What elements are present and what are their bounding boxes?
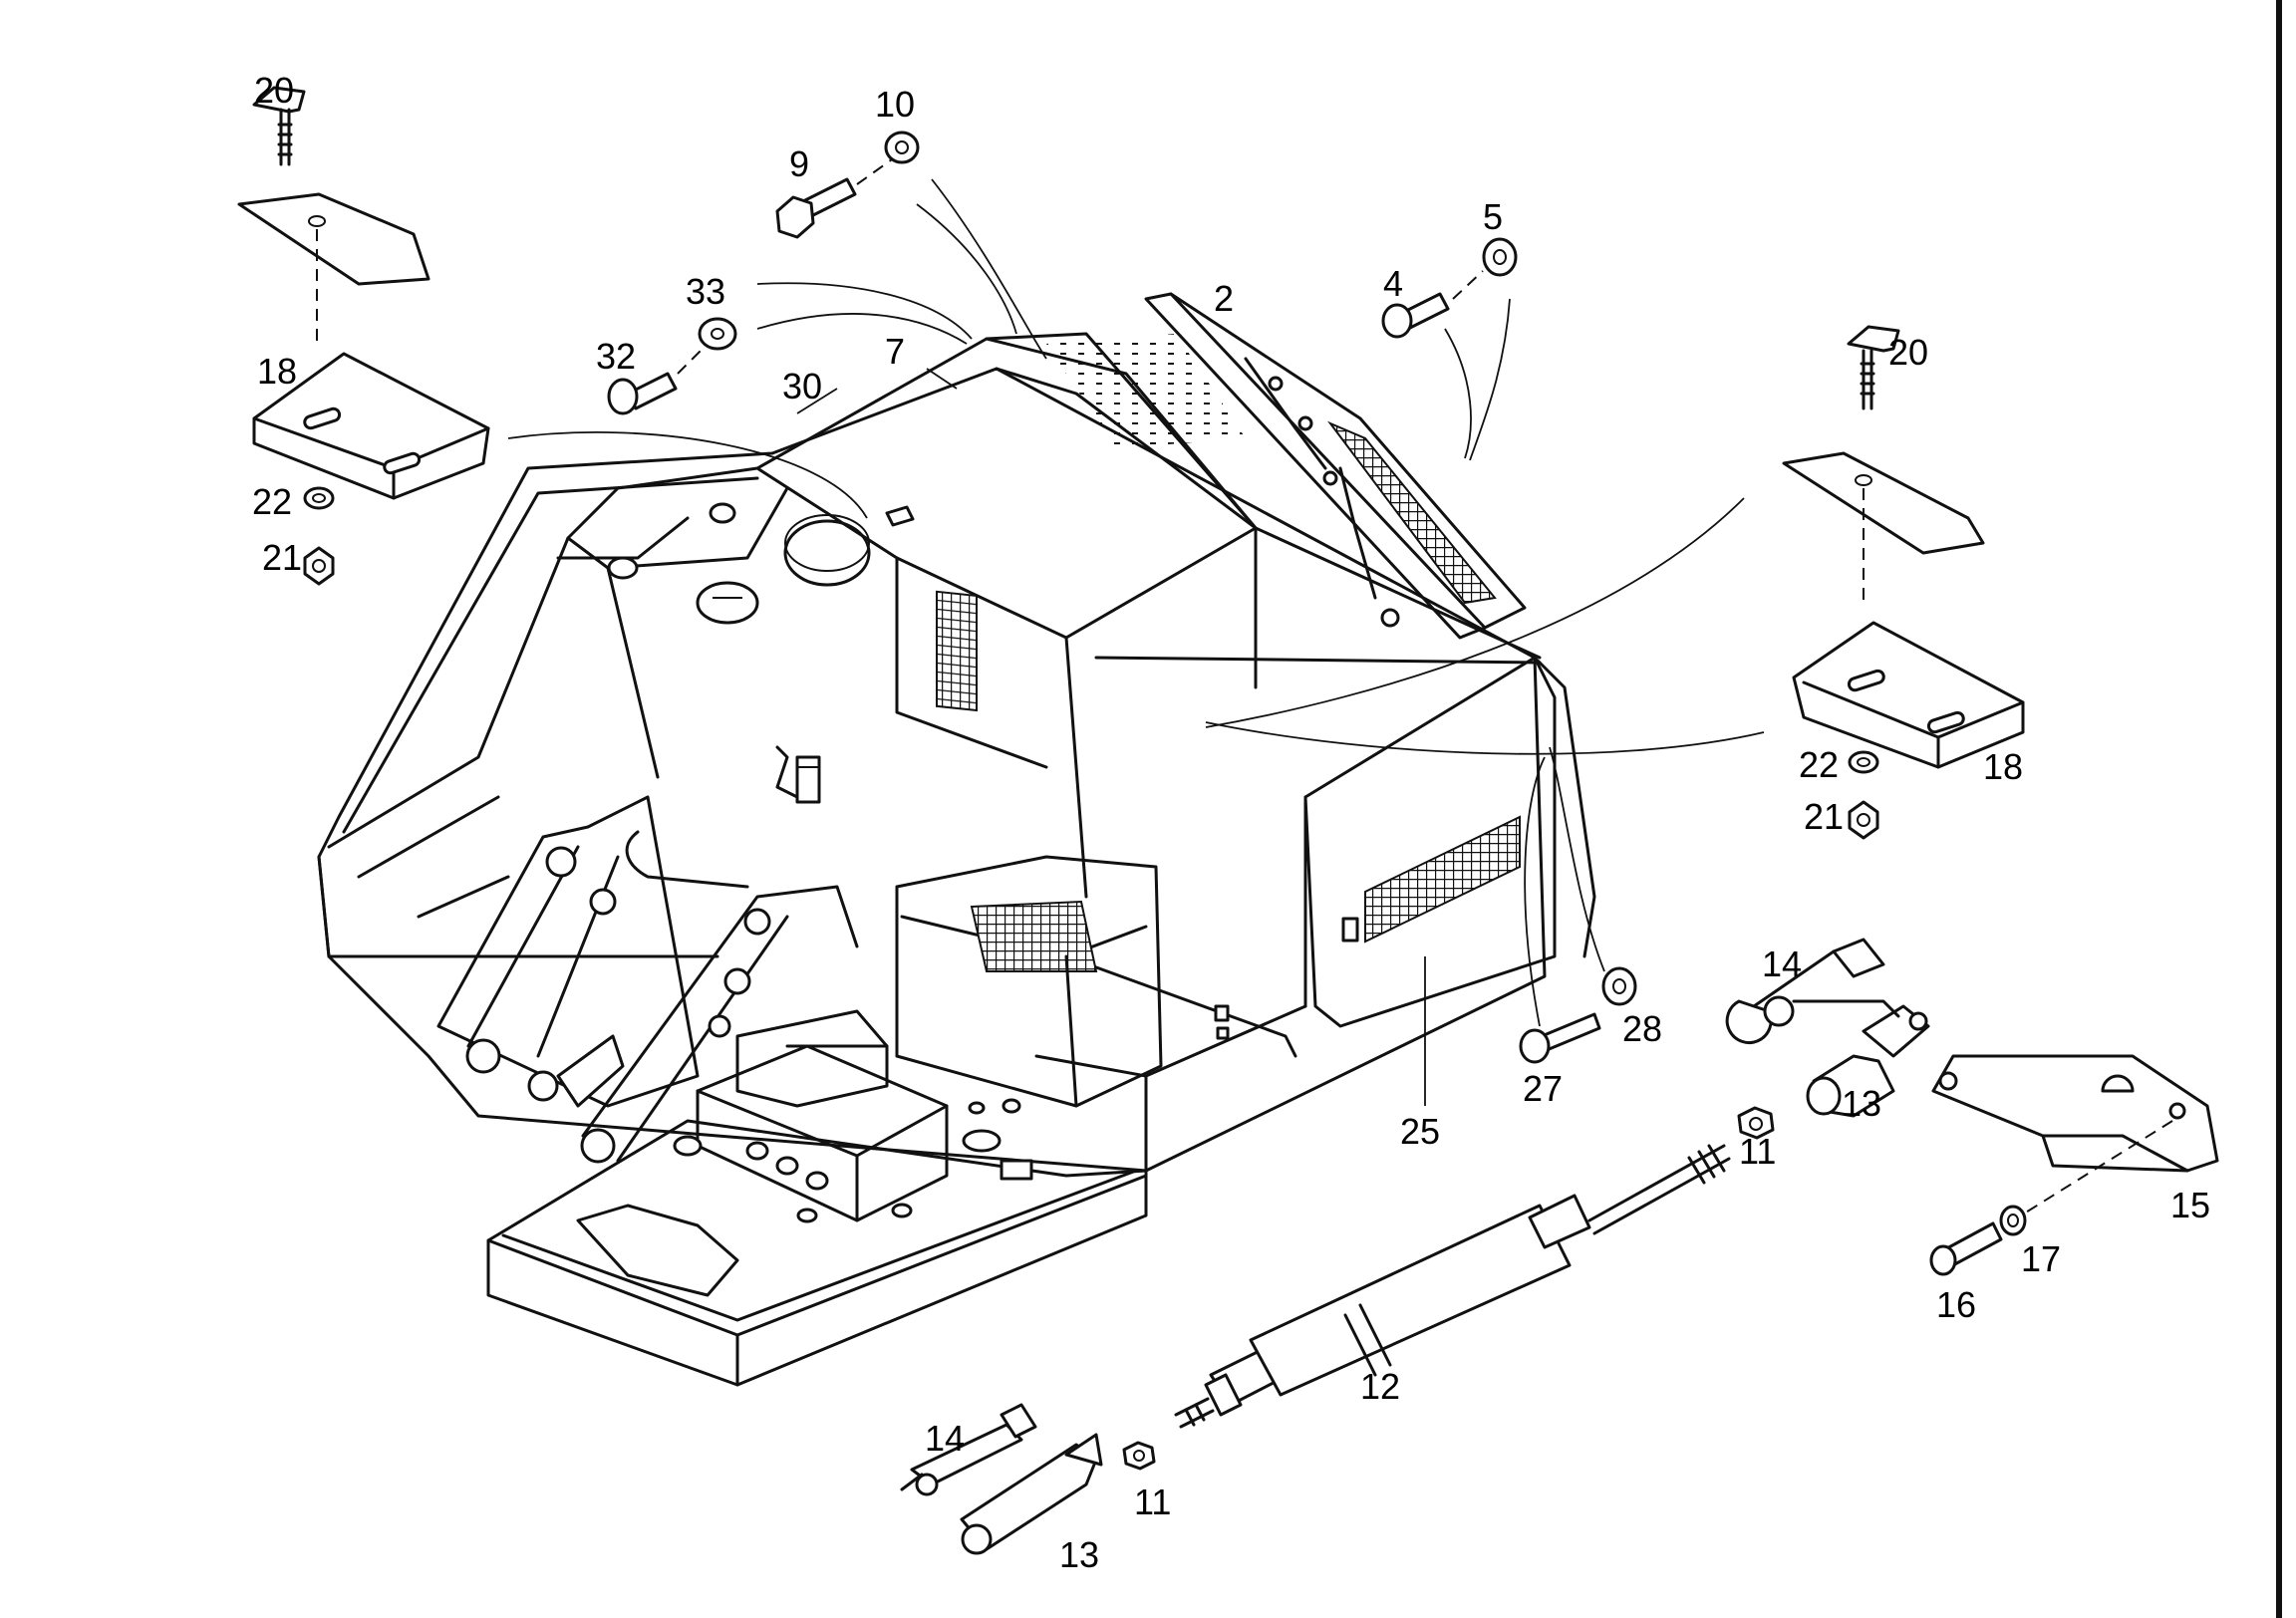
callout-33: 33 (686, 271, 725, 312)
callout-14-lower: 14 (925, 1418, 965, 1459)
callout-11-upper: 11 (1739, 1131, 1776, 1172)
callout-20-right: 20 (1888, 332, 1928, 373)
callout-27: 27 (1523, 1068, 1563, 1109)
screw-16 (1929, 1221, 2003, 1276)
side-grille (1364, 815, 1521, 944)
nut-11-upper (1737, 1106, 1775, 1140)
callout-14-upper: 14 (1762, 944, 1802, 984)
washer-17 (1999, 1205, 2027, 1236)
page-border-line (2276, 0, 2282, 1618)
callout-32: 32 (596, 336, 636, 377)
callout-9: 9 (789, 143, 809, 184)
screw-9 (775, 177, 857, 239)
callout-10: 10 (875, 84, 915, 125)
callout-11-lower: 11 (1134, 1482, 1171, 1522)
callout-12: 12 (1360, 1366, 1400, 1407)
washer-33 (698, 317, 737, 351)
callout-22-right: 22 (1799, 744, 1839, 785)
callout-2: 2 (1214, 278, 1234, 319)
screw-4 (1381, 292, 1450, 339)
callout-18-right: 18 (1983, 746, 2023, 787)
nut-11-lower (1122, 1441, 1156, 1471)
callout-labels: 2 4 5 7 9 10 11 11 12 13 13 14 14 15 16 … (252, 70, 2210, 1575)
lower-grille (970, 900, 1098, 972)
callout-13-upper: 13 (1842, 1083, 1881, 1124)
callout-15: 15 (2170, 1185, 2210, 1225)
callout-16: 16 (1936, 1284, 1976, 1325)
tank-cap (783, 519, 871, 587)
callout-17: 17 (2021, 1238, 2061, 1279)
callout-30: 30 (782, 366, 822, 406)
callout-25: 25 (1400, 1111, 1440, 1152)
gas-strut (1174, 1144, 1731, 1429)
bracket-15 (1931, 1054, 2219, 1221)
front-grille (936, 590, 978, 712)
callout-7: 7 (885, 331, 905, 372)
clevis-assembly-lower (900, 1403, 1103, 1555)
callout-22-left: 22 (252, 481, 292, 522)
machine-frame (317, 332, 1596, 1387)
callout-28: 28 (1622, 1008, 1662, 1049)
washer-10 (884, 131, 920, 164)
callout-21-right: 21 (1804, 796, 1844, 837)
clevis-assembly-upper (1725, 938, 1930, 1118)
washer-5 (1482, 237, 1518, 277)
mount-18-right (1205, 325, 2025, 840)
screw-32 (607, 372, 678, 415)
callout-18-left: 18 (257, 351, 297, 392)
platform-cutout (576, 1204, 739, 1297)
callout-13-lower: 13 (1059, 1534, 1099, 1575)
callout-20-left: 20 (254, 70, 294, 111)
callout-4: 4 (1383, 263, 1403, 304)
callout-5: 5 (1483, 196, 1503, 237)
hood-cover (1144, 292, 1527, 640)
callout-21-left: 21 (262, 537, 302, 578)
mount-18-left (237, 86, 868, 586)
screw-27 (1519, 1012, 1601, 1064)
washer-28 (1601, 966, 1637, 1006)
